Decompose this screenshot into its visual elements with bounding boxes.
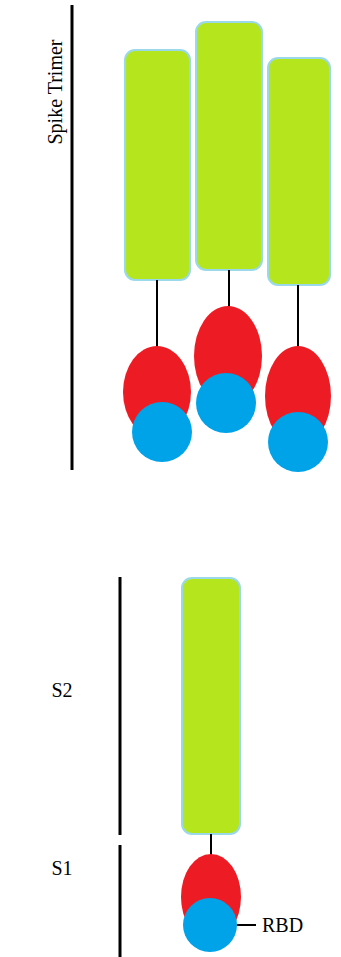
bracket-line bbox=[119, 577, 122, 835]
bracket-line bbox=[71, 5, 74, 470]
linker-line bbox=[297, 285, 299, 348]
linker-line bbox=[228, 270, 230, 308]
group-label: Spike Trimer bbox=[44, 39, 66, 144]
leader-line bbox=[237, 924, 256, 926]
rbd-circle bbox=[132, 402, 192, 462]
rbd-circle bbox=[268, 412, 328, 472]
part-label: RBD bbox=[262, 914, 303, 936]
bracket-line bbox=[119, 845, 122, 957]
rbd-circle bbox=[183, 898, 237, 952]
part-label: S1 bbox=[51, 857, 72, 879]
s2-domain bbox=[196, 22, 262, 270]
linker-line bbox=[156, 280, 158, 348]
s2-domain bbox=[268, 58, 330, 285]
part-label: S2 bbox=[51, 679, 72, 701]
s2-domain bbox=[125, 50, 190, 280]
rbd-circle bbox=[196, 373, 256, 433]
s2-domain bbox=[182, 578, 240, 834]
